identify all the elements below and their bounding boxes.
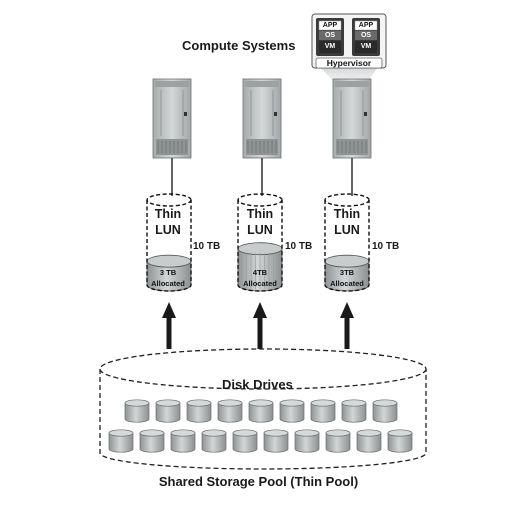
disk-drive-4 <box>217 399 243 423</box>
lun3-alloc-label: Allocated <box>330 279 364 288</box>
disk-drive-15 <box>263 429 289 453</box>
lun2-lun-label: LUN <box>247 223 273 237</box>
disk-drive-5 <box>248 399 274 423</box>
disk-drive-19 <box>387 429 413 453</box>
vm2-os-label: OS <box>360 32 372 39</box>
vm2-vm-label: VM <box>360 43 372 50</box>
disk-drive-3 <box>186 399 212 423</box>
lun3-size-label: 10 TB <box>372 241 400 252</box>
thin-lun-1 <box>146 193 192 292</box>
vm1-app-label: APP <box>322 22 338 29</box>
lun1-thin-label: Thin <box>154 207 182 221</box>
disk-drive-6 <box>279 399 305 423</box>
lun2-size-label: 10 TB <box>285 241 313 252</box>
lun3-lun-label: LUN <box>334 223 360 237</box>
disk-drive-11 <box>139 429 165 453</box>
hypervisor-label: Hypervisor <box>326 58 372 68</box>
lun1-alloc-label: Allocated <box>151 279 185 288</box>
disk-drive-1 <box>124 399 150 423</box>
lun1-size-label: 10 TB <box>193 241 221 252</box>
disk-drive-18 <box>356 429 382 453</box>
lun1-lun-label: LUN <box>155 223 181 237</box>
disk-drives-label: Disk Drives <box>222 377 293 392</box>
thin-lun-2 <box>237 193 283 292</box>
disk-drive-2 <box>155 399 181 423</box>
vm1-vm-label: VM <box>324 43 336 50</box>
compute-server-2 <box>242 78 282 159</box>
upload-arrow-2 <box>253 302 267 349</box>
hypervisor-bar <box>315 57 383 69</box>
compute-server-3 <box>332 78 372 159</box>
disk-drive-14 <box>232 429 258 453</box>
disk-drive-10 <box>108 429 134 453</box>
lun3-alloc-value: 3TB <box>339 268 355 277</box>
thin-lun-3 <box>324 193 370 292</box>
storage-pool-cylinder <box>99 348 427 470</box>
disk-drive-12 <box>170 429 196 453</box>
disk-drive-17 <box>325 429 351 453</box>
lun3-thin-label: Thin <box>333 207 361 221</box>
shared-storage-pool-label: Shared Storage Pool (Thin Pool) <box>158 474 359 489</box>
disk-drive-9 <box>372 399 398 423</box>
lun2-alloc-label: Allocated <box>243 279 277 288</box>
vm2-app-label: APP <box>358 22 374 29</box>
vm1-os-label: OS <box>324 32 336 39</box>
disk-drive-8 <box>341 399 367 423</box>
disk-drive-16 <box>294 429 320 453</box>
lun2-thin-label: Thin <box>246 207 274 221</box>
upload-arrow-3 <box>340 302 354 349</box>
lun1-alloc-value: 3 TB <box>159 268 177 277</box>
lun2-alloc-value: 4TB <box>252 268 268 277</box>
compute-server-1 <box>152 78 192 159</box>
compute-systems-title: Compute Systems <box>182 38 296 53</box>
disk-drive-13 <box>201 429 227 453</box>
disk-drive-7 <box>310 399 336 423</box>
upload-arrow-1 <box>162 302 176 349</box>
hypervisor-group <box>311 13 387 69</box>
